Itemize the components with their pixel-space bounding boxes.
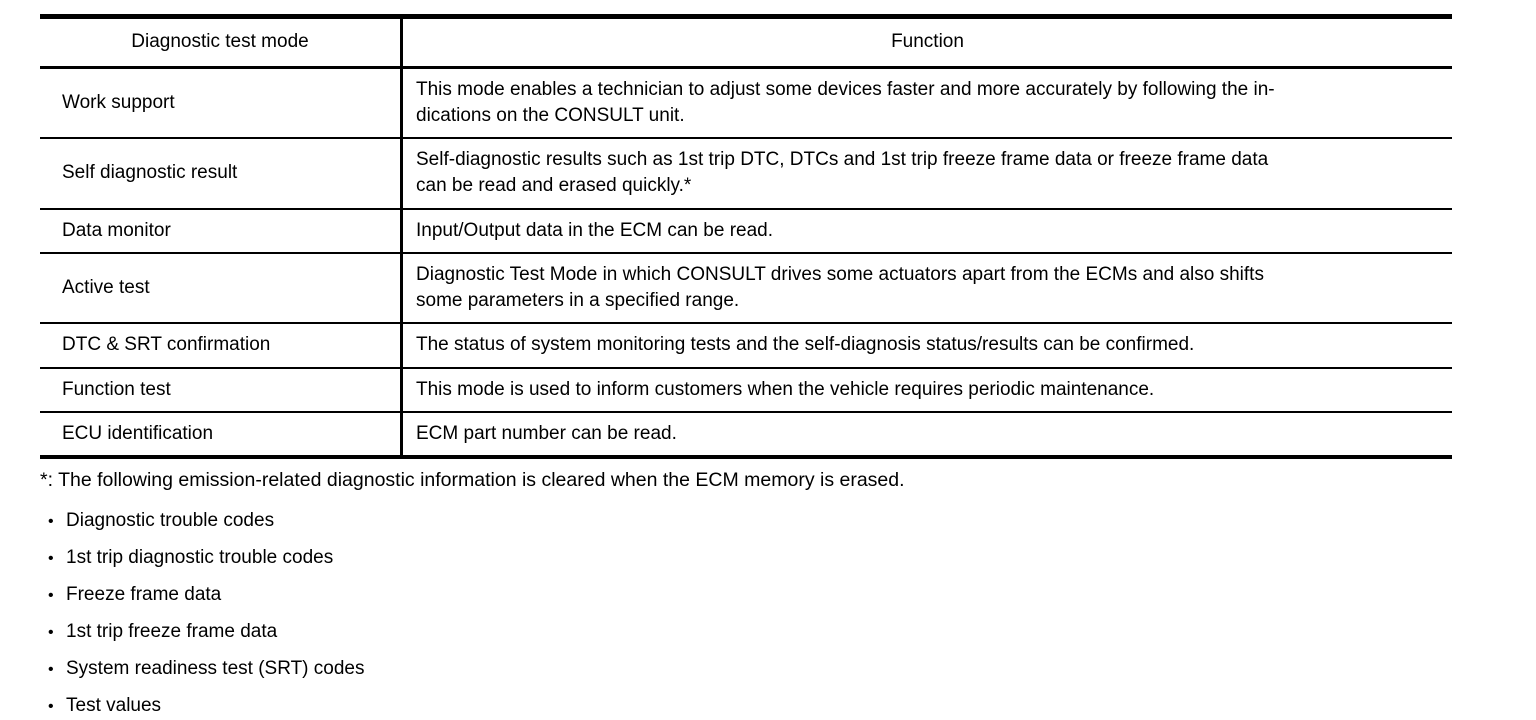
list-item-text: Freeze frame data (66, 584, 222, 606)
cell-function: Self-diagnostic results such as 1st trip… (401, 137, 1452, 209)
bullet-icon: • (48, 587, 54, 605)
cell-diagnostic-test-mode: Function test (40, 366, 403, 412)
table-row: Active test Diagnostic Test Mode in whic… (40, 251, 1452, 324)
column-header-diagnostic-test-mode: Diagnostic test mode (40, 16, 403, 69)
table-row: ECU identification ECM part number can b… (40, 410, 1452, 457)
cell-diagnostic-test-mode: Self diagnostic result (40, 137, 403, 209)
cell-function: Diagnostic Test Mode in which CONSULT dr… (401, 251, 1452, 324)
table-row: DTC & SRT confirmation The status of sys… (40, 322, 1452, 368)
list-item-text: 1st trip diagnostic trouble codes (66, 547, 334, 569)
list-item: • Freeze frame data (48, 584, 1452, 606)
table-row: Self diagnostic result Self-diagnostic r… (40, 137, 1452, 209)
cell-function: This mode is used to inform customers wh… (401, 366, 1452, 412)
cell-function: ECM part number can be read. (401, 410, 1452, 457)
table-body: Work support This mode enables a technic… (40, 67, 1452, 457)
cell-diagnostic-test-mode: DTC & SRT confirmation (40, 322, 403, 368)
bullet-icon: • (48, 697, 54, 715)
cell-function: The status of system monitoring tests an… (401, 322, 1452, 368)
list-item: • 1st trip diagnostic trouble codes (48, 547, 1452, 569)
cell-function: This mode enables a technician to adjust… (416, 78, 1275, 127)
table-row: Data monitor Input/Output data in the EC… (40, 207, 1452, 253)
bullet-icon: • (48, 623, 54, 641)
cell-diagnostic-test-mode: Data monitor (40, 207, 403, 253)
list-item-text: 1st trip freeze frame data (66, 620, 278, 642)
diagnostic-test-mode-table: Diagnostic test mode Function Work suppo… (40, 14, 1452, 459)
column-header-function: Function (401, 16, 1452, 69)
list-item: • Test values (48, 695, 1452, 717)
bullet-icon: • (48, 660, 54, 678)
table-footnote: *: The following emission-related diagno… (40, 468, 905, 491)
list-item: • 1st trip freeze frame data (48, 621, 1452, 643)
list-item-text: Diagnostic trouble codes (66, 510, 275, 532)
list-item: • Diagnostic trouble codes (48, 510, 1452, 532)
bullet-icon: • (48, 550, 54, 568)
table-row: Function test This mode is used to infor… (40, 366, 1452, 412)
table-header-row: Diagnostic test mode Function (40, 16, 1452, 69)
table-row: Work support This mode enables a technic… (40, 67, 1452, 139)
page-content: Diagnostic test mode Function Work suppo… (40, 14, 1452, 720)
cell-diagnostic-test-mode: Active test (40, 251, 403, 324)
list-item: • System readiness test (SRT) codes (48, 658, 1452, 680)
bullet-list: • Diagnostic trouble codes • 1st trip di… (40, 510, 1452, 716)
cell-diagnostic-test-mode: Work support (40, 67, 403, 139)
list-item-text: Test values (66, 694, 162, 716)
cell-diagnostic-test-mode: ECU identification (40, 410, 403, 457)
list-item-text: System readiness test (SRT) codes (66, 657, 365, 679)
bullet-icon: • (48, 513, 54, 531)
cell-function: Input/Output data in the ECM can be read… (401, 207, 1452, 253)
